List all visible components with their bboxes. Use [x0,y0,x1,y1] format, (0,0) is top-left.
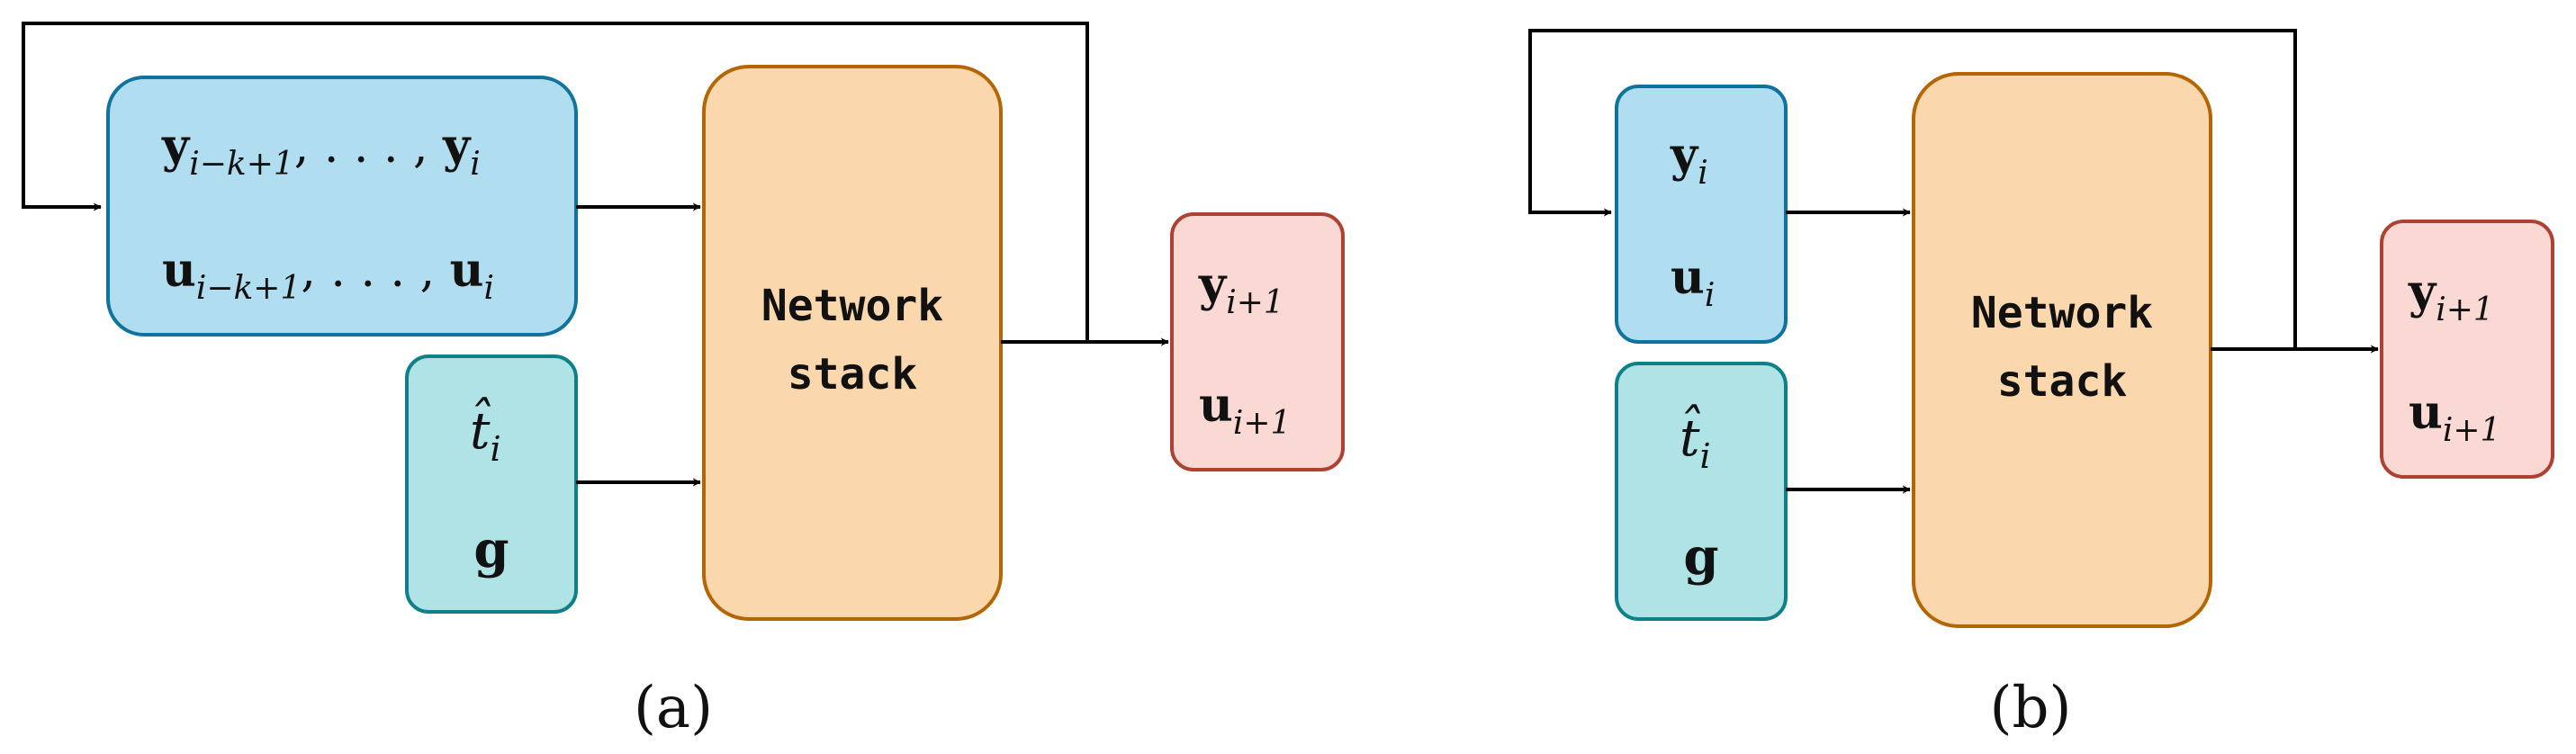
network-label-line1-b: Network [1971,288,2153,338]
g-label-a: g [473,520,509,579]
network-label-line2-a: stack [788,349,918,399]
u-next-label-a: ui+1 [1199,378,1291,442]
network-label-line1-a: Network [761,281,943,331]
panel-b: yi ui t̂i g Network stack yi+1 ui+1 (b) [1528,29,2554,741]
t-hat-label-a: t̂i [470,396,501,469]
network-label-line2-b: stack [1997,356,2128,407]
output-box-b [2380,220,2554,479]
network-stack-b [1912,72,2212,628]
y-next-label-a: yi+1 [1198,257,1284,321]
t-hat-label-b: t̂i [1680,403,1711,476]
y-history-row-a: yi−k+1, . . . , yi [161,119,481,183]
u-next-label-b: ui+1 [2409,385,2500,449]
g-label-b: g [1683,527,1718,587]
panel-a: yi−k+1, . . . , yi ui−k+1, . . . , ui t̂… [22,22,1345,741]
u-history-row-a: ui−k+1, . . . , ui [162,243,494,307]
caption-b: (b) [1990,675,2072,741]
y-next-label-b: yi+1 [2408,265,2494,328]
feedback-loop-b [1528,29,2297,349]
u-current-label-b: ui [1671,250,1715,314]
y-current-label-b: yi [1670,128,1708,192]
output-box-a [1170,212,1345,471]
network-stack-a [702,65,1003,621]
caption-a: (a) [634,675,713,741]
feedback-loop-a [22,22,1089,342]
